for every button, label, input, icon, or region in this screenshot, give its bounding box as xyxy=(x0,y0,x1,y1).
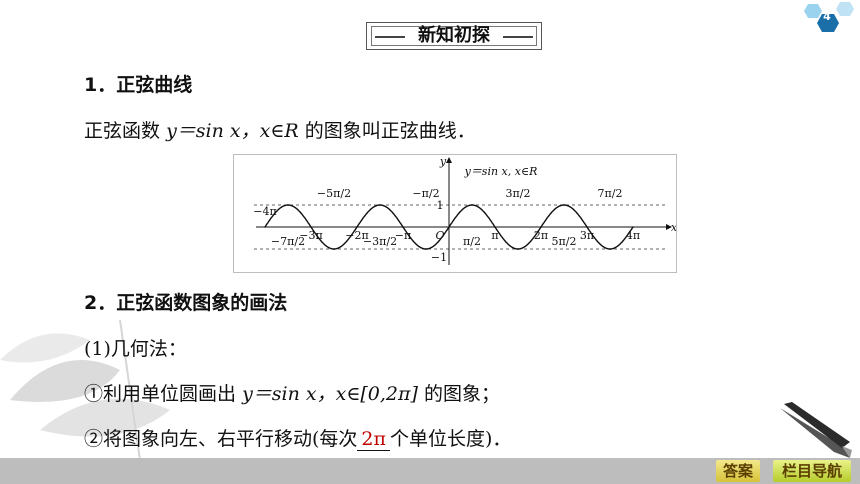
sine-point xyxy=(425,248,427,250)
y-tick-neg1: −1 xyxy=(431,251,447,264)
section-header-box: 新知初探 xyxy=(366,22,542,50)
sine-point xyxy=(402,226,404,228)
tick-label-bottom: π xyxy=(491,229,498,242)
section-nav-button[interactable]: 栏目导航 xyxy=(773,460,851,482)
sine-point xyxy=(448,226,450,228)
page-number: 4 xyxy=(823,10,831,23)
sine-point xyxy=(517,248,519,250)
decorative-flower-background xyxy=(0,319,170,460)
sine-point xyxy=(609,248,611,250)
section-header-inner-frame xyxy=(371,26,537,46)
sine-point xyxy=(264,226,266,228)
section-title: 新知初探 xyxy=(418,25,490,46)
tick-label-bottom: −7π/2 xyxy=(271,235,305,248)
answer-button[interactable]: 答案 xyxy=(716,460,760,482)
sine-point xyxy=(287,204,289,206)
tick-label-bottom: 2π xyxy=(534,229,548,242)
graph-function-label: y＝sin x, x∈R xyxy=(464,165,538,178)
tick-label-bottom: 3π xyxy=(580,229,594,242)
sine-point xyxy=(494,226,496,228)
header-left-line xyxy=(375,36,405,38)
sine-graph: y＝sin x, x∈R y xO 1 −1 −4π −5π/2 −π/2 3π/2 7π/2 −7… xyxy=(253,155,676,265)
tick-label-top: −4π xyxy=(253,205,276,218)
section1-heading: 1．正弦曲线 xyxy=(84,74,193,96)
sine-point xyxy=(563,204,565,206)
sine-point xyxy=(333,248,335,250)
sine-graph-frame: y＝sin x, x∈R y xO 1 −1 −4π −5π/2 −π/2 3π/2 7π/2 −7… xyxy=(233,154,677,273)
step1-post: 的图象； xyxy=(423,383,500,405)
y-axis-label: y xyxy=(439,155,447,168)
tick-label-top: −5π/2 xyxy=(317,187,351,200)
tick-label-bottom: 5π/2 xyxy=(552,235,577,248)
step1-pre: ①利用单位圆画出 xyxy=(84,383,237,405)
sine-point xyxy=(471,204,473,206)
section2-sub1: (1)几何法： xyxy=(84,338,187,360)
sine-point xyxy=(632,226,634,228)
tick-label-top: 7π/2 xyxy=(598,187,623,200)
y-tick-1: 1 xyxy=(437,199,444,212)
section1-text-pre: 正弦函数 xyxy=(84,120,161,142)
origin-label: O xyxy=(435,229,444,242)
tick-label-bottom: −3π/2 xyxy=(363,235,397,248)
tick-label-bottom: −3π xyxy=(299,229,322,242)
y-axis-arrow xyxy=(446,157,452,163)
tick-label-bottom: −2π xyxy=(345,229,368,242)
header-right-line xyxy=(503,36,533,38)
section1-text-post: 的图象叫正弦曲线． xyxy=(304,120,476,142)
step2-pre: ②将图象向左、右平行移动(每次 xyxy=(84,428,358,450)
sine-point xyxy=(310,226,312,228)
step1-formula: y＝sin x，x∈[0,2π] xyxy=(242,383,418,405)
sine-point xyxy=(586,226,588,228)
step2-answer[interactable]: 2π xyxy=(357,428,390,451)
sine-point xyxy=(540,226,542,228)
tick-label-bottom: 4π xyxy=(626,229,640,242)
x-axis-arrow xyxy=(666,224,672,230)
section2-step1: ①利用单位圆画出 y＝sin x，x∈[0,2π] 的图象； xyxy=(84,379,500,406)
section1-formula: y＝sin x，x∈R xyxy=(166,120,299,142)
page-number-badge-icon xyxy=(804,2,854,32)
section1-text: 正弦函数 y＝sin x，x∈R 的图象叫正弦曲线． xyxy=(84,116,476,143)
tick-label-bottom: −π xyxy=(395,229,411,242)
tick-label-top: 3π/2 xyxy=(506,187,531,200)
pen-icon xyxy=(780,402,852,458)
tick-label-top: −π/2 xyxy=(412,187,439,200)
step2-post: 个单位长度)． xyxy=(390,428,512,450)
sine-point xyxy=(379,204,381,206)
x-axis-label: x xyxy=(671,221,676,234)
section2-heading: 2．正弦函数图象的画法 xyxy=(84,292,288,314)
sine-point xyxy=(356,226,358,228)
tick-label-bottom: π/2 xyxy=(463,235,481,248)
